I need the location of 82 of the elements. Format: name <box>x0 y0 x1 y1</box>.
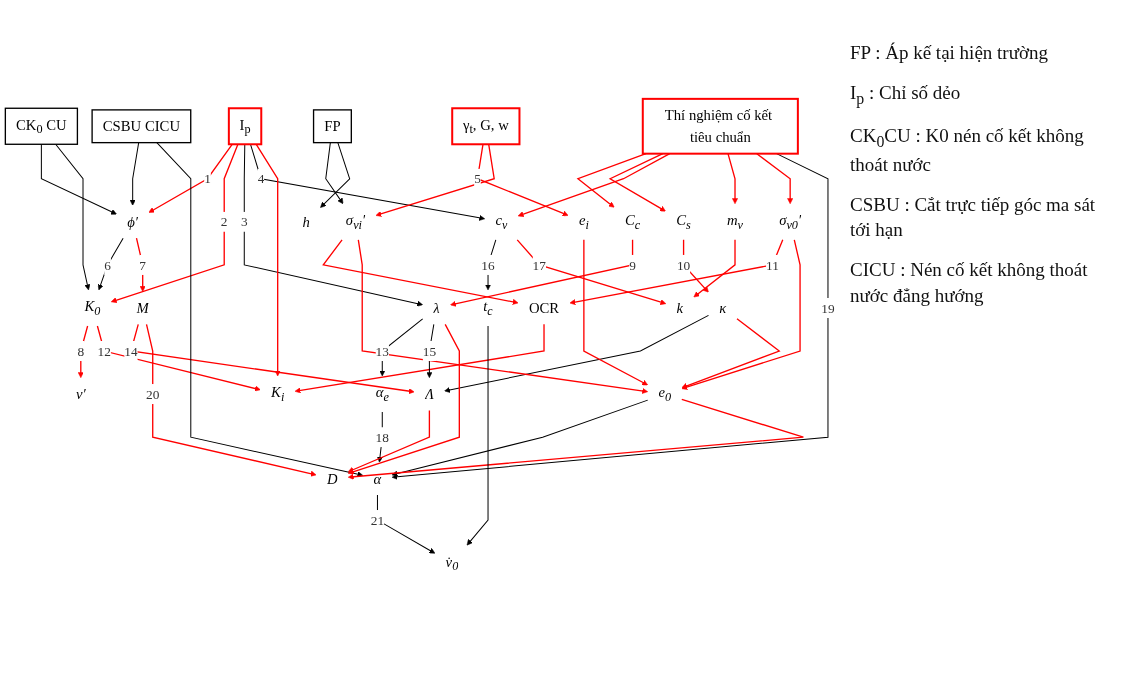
edge-label: 16 <box>481 254 495 275</box>
edge-label: 19 <box>821 297 835 318</box>
arrow <box>681 239 801 390</box>
edge-label: 2 <box>220 211 228 232</box>
arrow <box>426 323 435 378</box>
edge-label: 10 <box>676 254 691 275</box>
parameter-symbol: M <box>136 299 149 317</box>
parameter-symbol: K$_{0}$ <box>84 297 101 318</box>
arrow <box>347 409 431 473</box>
arrow <box>379 318 424 377</box>
parameter-symbol: K$_{i}$ <box>271 384 285 404</box>
parameter-symbol: α <box>373 470 382 487</box>
arrow <box>97 237 124 291</box>
arrow <box>325 142 344 205</box>
arrow <box>516 239 667 305</box>
input-box: CSBU CICU <box>91 109 192 144</box>
parameter-symbol: ν′ <box>75 385 86 403</box>
parameter-symbol: ϕ′ <box>127 213 139 231</box>
arrow <box>681 318 781 389</box>
parameter-symbol: Λ <box>424 385 434 403</box>
arrow <box>376 494 436 554</box>
parameter-symbol: σ$_{v0}$′ <box>779 211 802 232</box>
input-box: I$_{p}$ <box>227 107 263 146</box>
input-box: Thí nghiệm cố kết tiêu chuẩn <box>641 97 799 155</box>
input-box: FP <box>312 109 352 144</box>
arrow <box>156 142 364 478</box>
arrow <box>129 142 140 206</box>
input-box: γ$_{t}$, G, w <box>451 107 521 146</box>
arrow <box>583 239 648 386</box>
arrow <box>55 143 91 291</box>
arrow <box>756 153 794 205</box>
parameter-symbol: e$_{0}$ <box>658 384 672 404</box>
edge-label: 15 <box>422 341 437 362</box>
arrow <box>569 239 784 305</box>
arrow <box>294 323 545 394</box>
parameter-symbol: m$_{v}$ <box>727 211 744 232</box>
arrow <box>608 153 666 212</box>
edge-label: 20 <box>146 384 160 405</box>
parameter-symbol: C$_{c}$ <box>624 211 641 232</box>
arrow <box>450 239 634 307</box>
parameter-symbol: C$_{s}$ <box>676 211 691 232</box>
parameter-symbol: σ$_{vi}$′ <box>345 211 366 232</box>
arrow <box>40 143 117 215</box>
edge-label: 5 <box>474 168 481 189</box>
arrow <box>130 323 415 395</box>
arrow <box>357 239 648 394</box>
edge-label: 7 <box>139 254 147 275</box>
arrow <box>693 239 736 298</box>
arrow <box>320 142 351 208</box>
parameter-symbol: t$_{c}$ <box>483 297 493 318</box>
arrow <box>444 314 709 393</box>
parameter-symbol: D <box>326 470 338 487</box>
parameter-symbol: λ <box>433 299 440 317</box>
arrow <box>148 143 233 213</box>
edge-label: 8 <box>77 341 85 362</box>
arrow <box>466 325 489 546</box>
arrow <box>145 323 317 477</box>
arrow <box>347 323 460 475</box>
parameter-symbol: c$_{v}$ <box>495 211 508 232</box>
parameter-symbol: v̇$_{0}$ <box>445 553 459 573</box>
edge-label: 3 <box>240 211 248 232</box>
input-box: CK$_{0}$ CU <box>4 107 79 145</box>
parameter-symbol: κ <box>719 299 727 317</box>
arrow <box>391 399 649 477</box>
legend-note: CK$_{0}$CU : K0 nén cố kết không thoát nước <box>850 123 1085 177</box>
legend-note: I$_{p}$ : Chỉ số dẻo <box>850 80 962 109</box>
edge-label: 14 <box>124 341 138 362</box>
parameter-symbol: h <box>302 213 310 231</box>
parameter-symbol: α$_{e}$ <box>375 384 389 404</box>
arrow <box>682 239 709 293</box>
legend-note: CSBU : Cắt trực tiếp góc ma sát tới hạn <box>850 192 1097 243</box>
legend-note: FP : Áp kế tại hiện trường <box>850 41 1049 65</box>
parameter-symbol: e$_{i}$ <box>578 211 589 232</box>
legend-note: CICU : Nén cố kết không thoát nước đẳng hướng <box>850 257 1089 308</box>
parameter-symbol: k <box>676 299 684 317</box>
arrow <box>96 325 261 392</box>
edge-label: 18 <box>375 427 389 448</box>
arrow <box>322 239 519 305</box>
arrow <box>347 398 805 480</box>
arrow <box>391 153 829 480</box>
parameter-label: OCR <box>528 299 560 317</box>
arrow <box>727 153 738 205</box>
